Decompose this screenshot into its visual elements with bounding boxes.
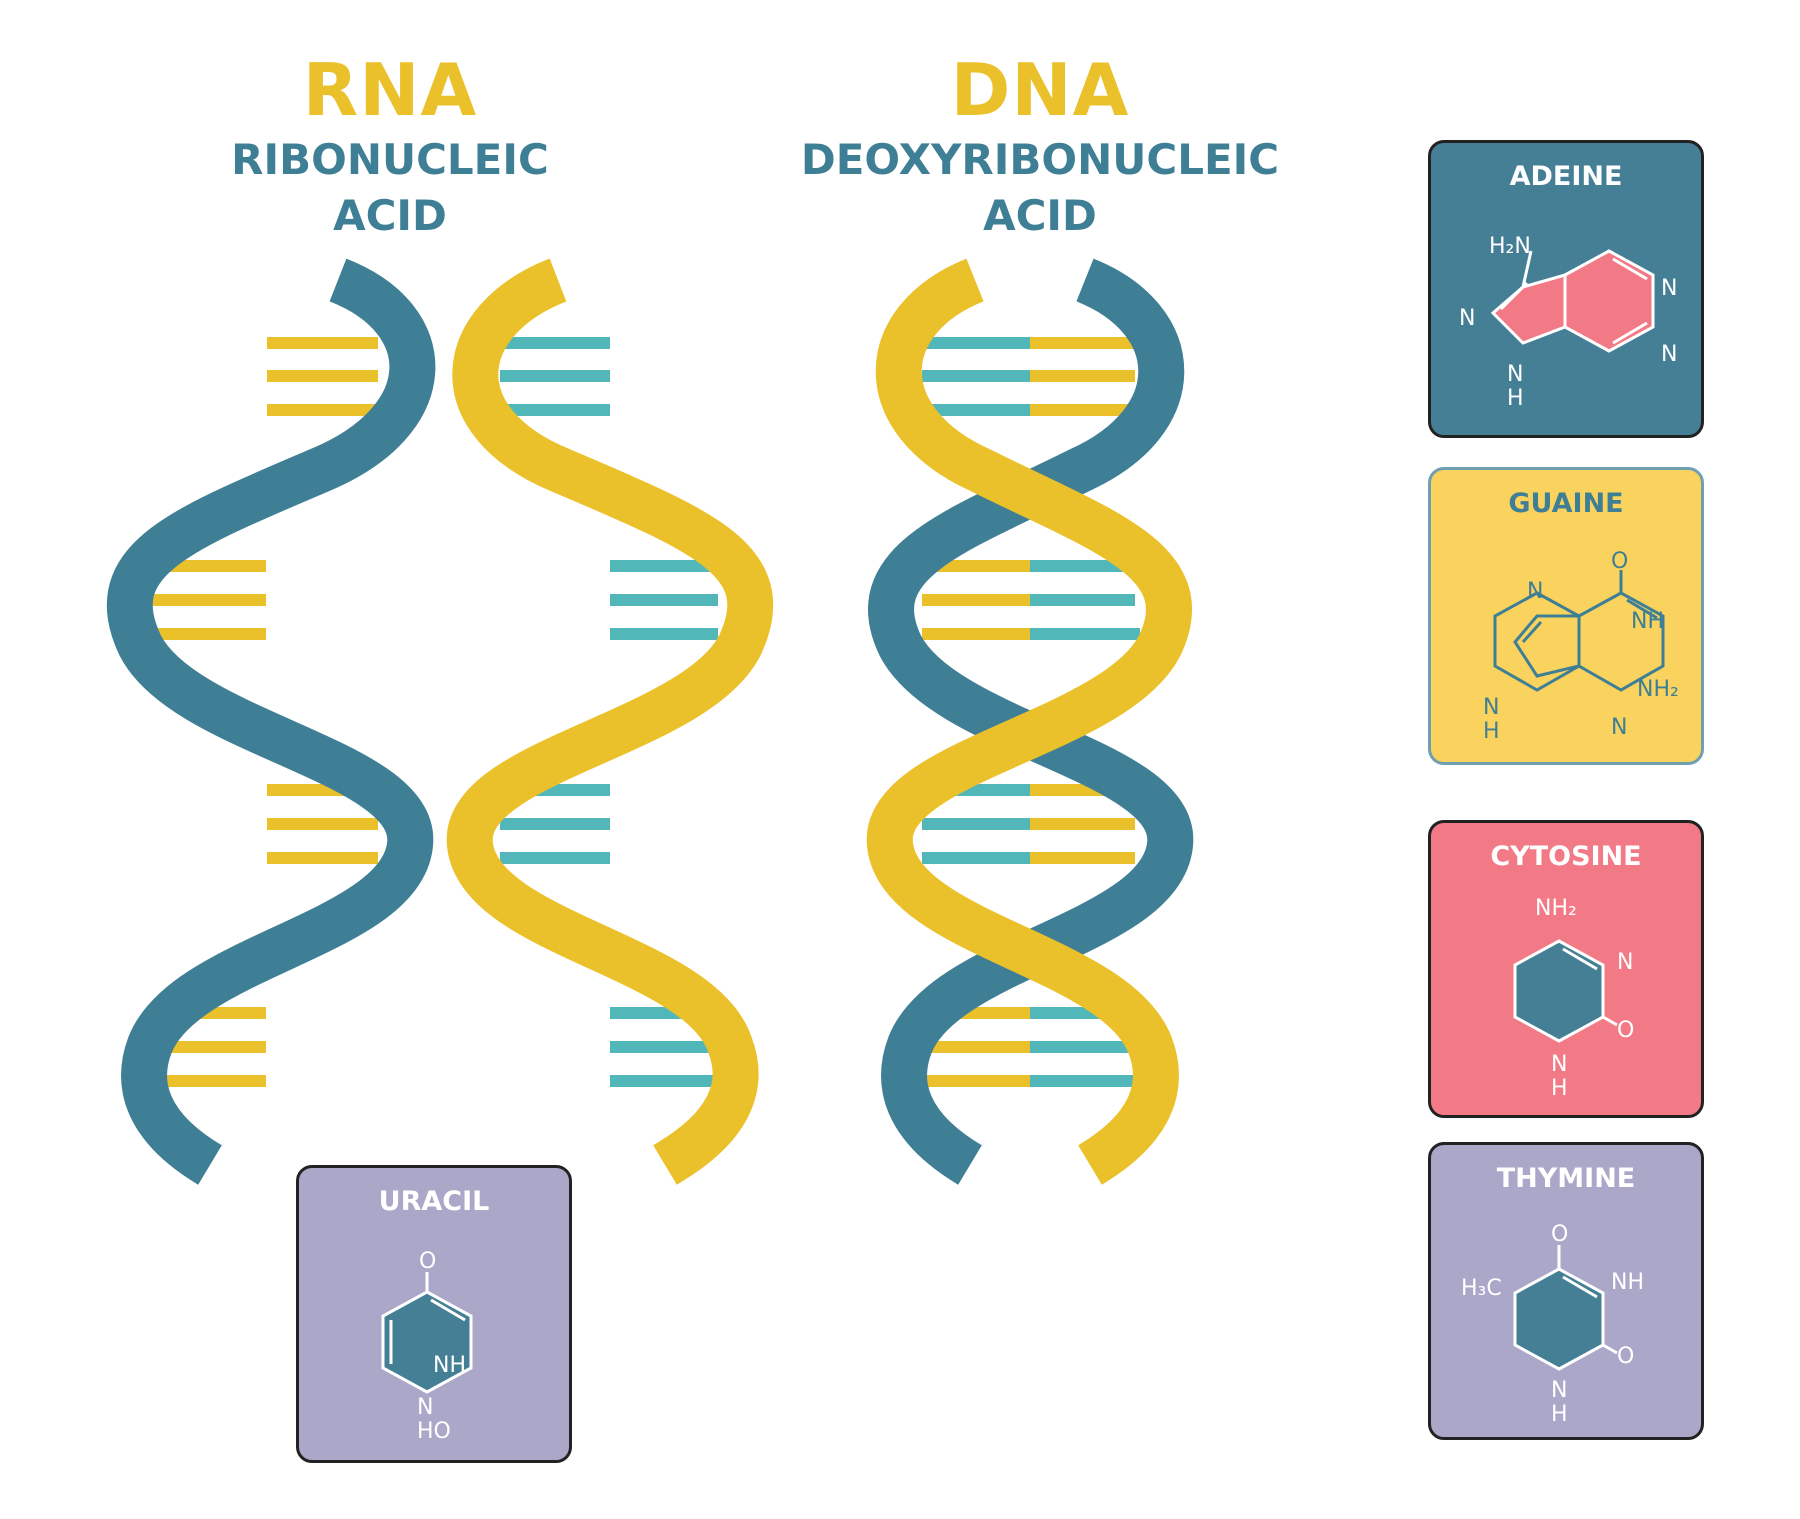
uracil-card: URACIL O NH N HO	[296, 1165, 572, 1463]
adenine-n1-label: N	[1661, 276, 1677, 301]
rna-base-pair-rungs	[152, 337, 718, 1087]
thymine-title: THYMINE	[1496, 1163, 1636, 1194]
cytosine-structure-icon: NH₂ N O N H	[1513, 896, 1634, 1101]
uracil-structure-icon: O NH N HO	[381, 1249, 473, 1444]
dna-strand-yellow	[866, 258, 1192, 1185]
rna-title-block: RNA RIBONUCLEIC ACID	[190, 48, 590, 244]
guanine-ring-5	[1513, 614, 1581, 678]
thymine-nh-label: NH	[1611, 1270, 1644, 1295]
rna-subtitle-line2: ACID	[333, 191, 447, 240]
uracil-title: URACIL	[378, 1186, 490, 1217]
dna-title-block: DNA DEOXYRIBONUCLEIC ACID	[780, 48, 1300, 244]
dna-title: DNA	[950, 48, 1130, 132]
thymine-o-top-label: O	[1551, 1222, 1568, 1247]
guanine-nh-n-label: N	[1483, 695, 1499, 720]
guanine-nh-label: NH	[1631, 609, 1664, 634]
guanine-title: GUAINE	[1508, 488, 1624, 519]
cytosine-card: CYTOSINE NH₂ N O N H	[1428, 820, 1704, 1118]
thymine-nh-n-label: N	[1551, 1378, 1567, 1403]
thymine-structure-icon: O H₃C NH O N H	[1461, 1222, 1644, 1427]
guanine-o-label: O	[1611, 549, 1628, 574]
thymine-h3c-label: H₃C	[1461, 1276, 1502, 1301]
rna-strand-left	[106, 258, 436, 1185]
cytosine-nh-n-label: N	[1551, 1052, 1567, 1077]
guanine-ring-6	[1577, 591, 1665, 692]
rna-strand-right	[446, 258, 774, 1185]
cytosine-nh-h-label: H	[1551, 1076, 1568, 1101]
cytosine-title: CYTOSINE	[1490, 841, 1642, 872]
rna-subtitle-line1: RIBONUCLEIC	[231, 135, 549, 184]
thymine-ring	[1513, 1267, 1605, 1371]
guanine-n-bottom-label: N	[1611, 715, 1627, 740]
dna-subtitle-line1: DEOXYRIBONUCLEIC	[800, 135, 1280, 184]
adenine-h2n-label: H₂N	[1489, 234, 1531, 259]
adenine-card: ADEINE H₂N N N N N H	[1428, 140, 1704, 438]
uracil-ho-label: HO	[417, 1419, 451, 1444]
thymine-nh-h-label: H	[1551, 1402, 1568, 1427]
guanine-n-top-label: N	[1527, 579, 1543, 604]
dna-subtitle-line2: ACID	[983, 191, 1097, 240]
uracil-ring	[381, 1290, 473, 1394]
guanine-structure-icon: N O NH NH₂ N N H	[1483, 549, 1679, 744]
cytosine-n-label: N	[1617, 950, 1633, 975]
uracil-nh-label: NH	[433, 1353, 466, 1378]
thymine-o-label: O	[1617, 1344, 1634, 1369]
adenine-title: ADEINE	[1509, 161, 1623, 192]
cytosine-nh2-label: NH₂	[1535, 896, 1577, 921]
adenine-nh-n-label: N	[1507, 362, 1523, 387]
cytosine-ring	[1513, 939, 1605, 1043]
guanine-card: GUAINE N O NH NH₂ N N H	[1428, 467, 1704, 765]
adenine-n3-label: N	[1459, 306, 1475, 331]
guanine-nh2-label: NH₂	[1637, 677, 1679, 702]
guanine-nh-h-label: H	[1483, 719, 1500, 744]
adenine-ring-5	[1490, 273, 1567, 345]
adenine-structure-icon: H₂N N N N N H	[1459, 234, 1677, 411]
adenine-nh-h-label: H	[1507, 386, 1524, 411]
cytosine-o-label: O	[1617, 1018, 1634, 1043]
adenine-ring-6	[1563, 249, 1655, 353]
uracil-o-label: O	[419, 1249, 436, 1274]
adenine-n2-label: N	[1661, 342, 1677, 367]
uracil-n-label: N	[417, 1395, 433, 1420]
thymine-card: THYMINE O H₃C NH O N H	[1428, 1142, 1704, 1440]
rna-title: RNA	[302, 48, 478, 132]
